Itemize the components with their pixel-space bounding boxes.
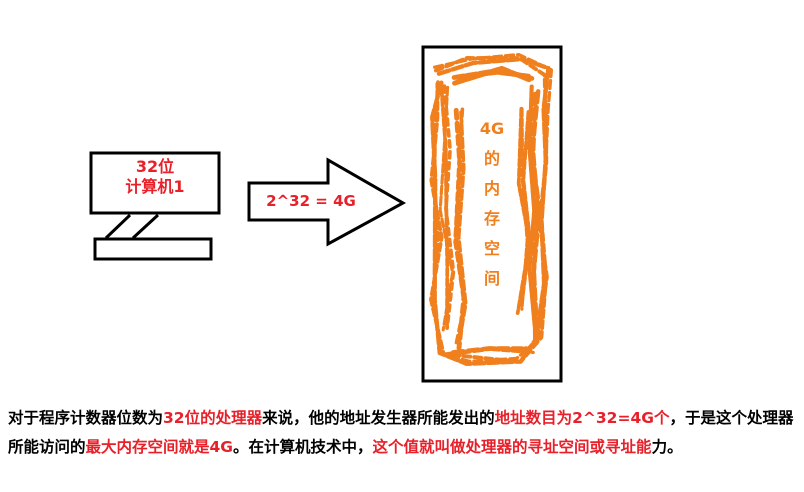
- arrow-label: 2^32 = 4G: [266, 192, 356, 210]
- memory-label-char: 空: [484, 239, 500, 258]
- monitor-stand-right: [131, 213, 160, 240]
- memory-label-char: 内: [484, 179, 500, 198]
- monitor-screen: [89, 151, 221, 215]
- memory-label-char: 的: [484, 149, 500, 168]
- arrow-shape: [247, 157, 407, 247]
- caption-highlight: 这个值就叫做处理器的寻址空间或寻址能: [372, 438, 652, 456]
- caption-highlight: 地址数目为2^32=4G个: [494, 409, 670, 427]
- scribble-stroke: [453, 107, 467, 346]
- memory-label-char: 间: [484, 269, 500, 288]
- caption-text: 来说，他的地址发生器所能发出的: [262, 409, 495, 427]
- caption-text: ，于是这个处理器所能访问的: [8, 409, 794, 456]
- memory-label-char: 存: [484, 209, 500, 228]
- scribble-stroke: [451, 67, 535, 81]
- monitor-stand-left: [104, 213, 132, 240]
- computer-label-line1: 32位: [136, 157, 174, 176]
- memory-label-char: 4G: [480, 119, 504, 138]
- orange-scribble-fill: [429, 52, 554, 367]
- computer-base: [93, 237, 213, 261]
- scribble-stroke: [527, 84, 539, 346]
- caption-text: 对于程序计数器位数为: [8, 409, 164, 427]
- caption-text: 力。: [651, 438, 683, 456]
- computer-icon: 32位 计算机1: [89, 151, 221, 261]
- explanation-caption: 对于程序计数器位数为32位的处理器来说，他的地址发生器所能发出的地址数目为2^3…: [8, 404, 796, 462]
- scribble-stroke: [429, 56, 549, 364]
- caption-text: 。在计算机技术中，: [233, 438, 373, 456]
- scribble-stroke: [451, 346, 531, 354]
- caption-highlight: 32位的处理器: [163, 409, 263, 427]
- scribble-stroke: [442, 84, 456, 330]
- caption-highlight: 最大内存空间就是4G: [85, 438, 234, 456]
- computer-label-line2: 计算机1: [125, 177, 184, 196]
- scribble-stroke: [456, 110, 468, 346]
- scribble-stroke: [530, 91, 540, 342]
- addressing-arrow: 2^32 = 4G: [247, 157, 407, 247]
- scribble-stroke: [516, 106, 532, 309]
